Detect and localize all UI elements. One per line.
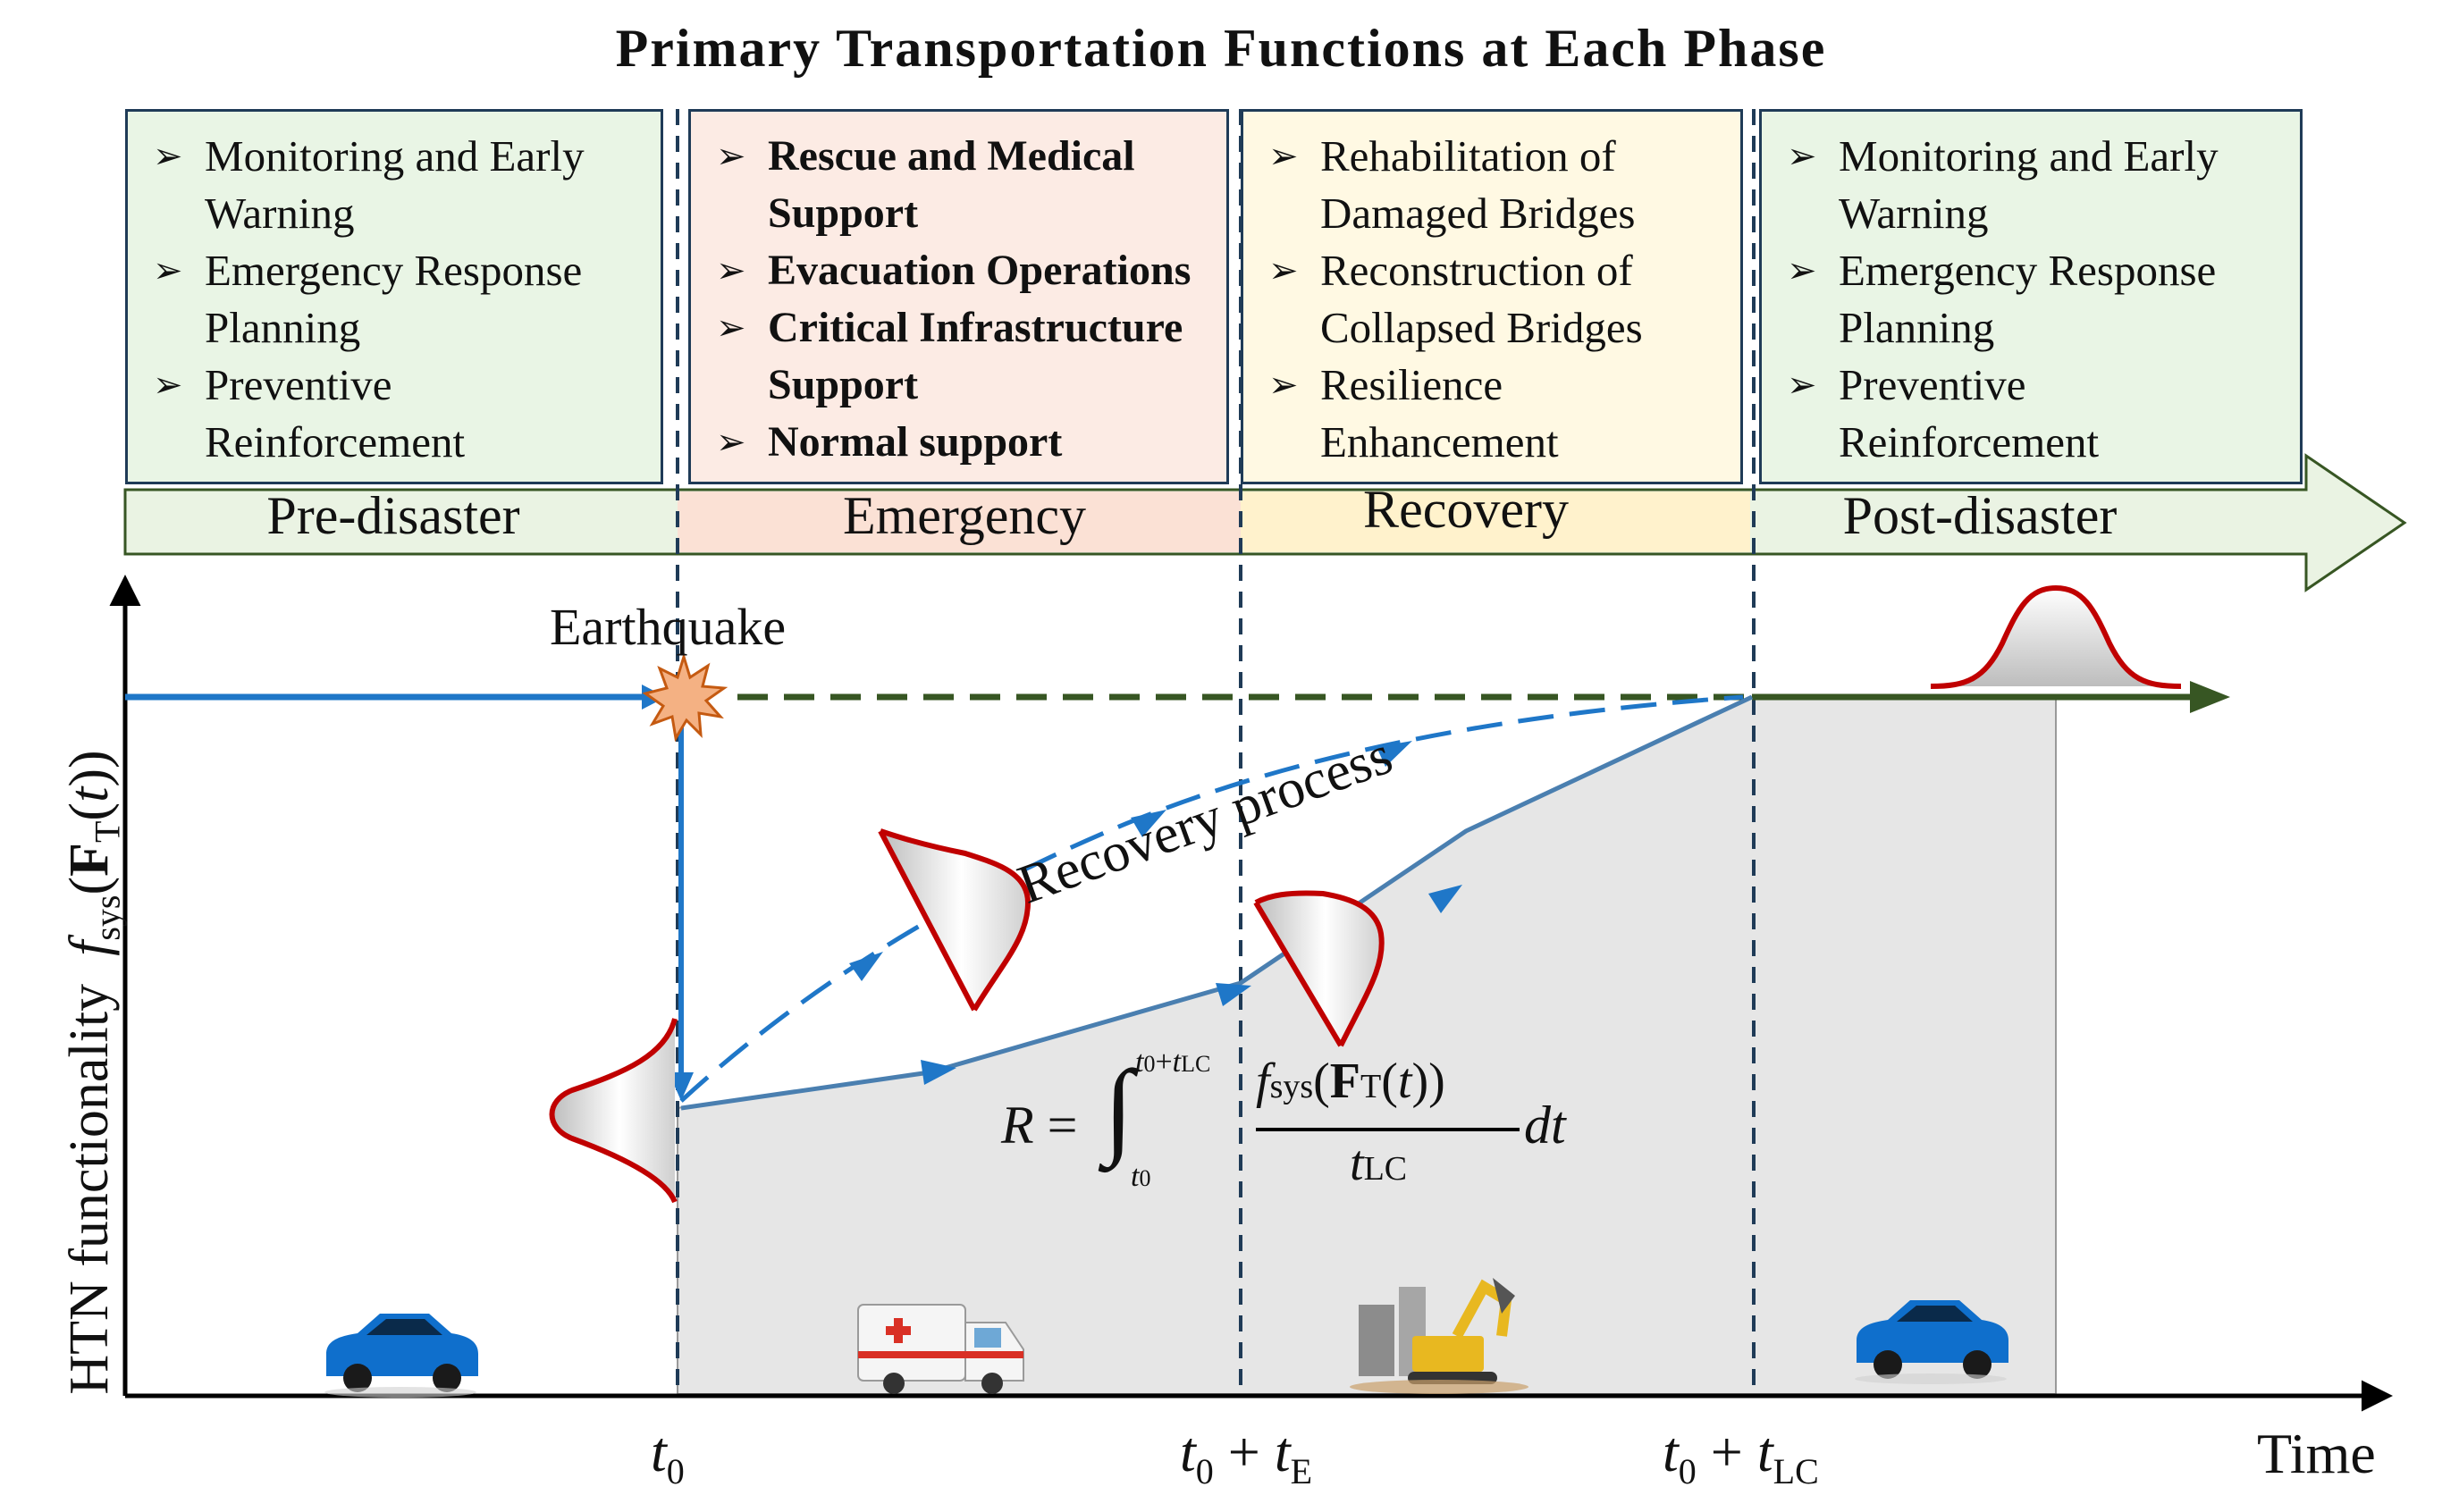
pre-disaster-functions-box: Monitoring and Early Warning Emergency R… (125, 109, 663, 484)
path-arrow (921, 1060, 956, 1085)
earthquake-burst-icon (642, 651, 728, 743)
path-arrow (849, 952, 883, 981)
uncertainty-distribution-icon (1253, 890, 1385, 1047)
function-item: Monitoring and Early Warning (149, 128, 652, 242)
path-arrow (1377, 741, 1412, 767)
car-icon (324, 1314, 478, 1398)
phase-label-pre-disaster: Pre-disaster (266, 486, 520, 545)
function-item: Preventive Reinforcement (1783, 357, 2291, 471)
path-arrow (1131, 810, 1166, 837)
function-item: Resilience Enhancement (1265, 357, 1731, 471)
uncertainty-distribution-icon (552, 1019, 675, 1202)
path-arrow (1216, 983, 1251, 1006)
function-item: Rescue and Medical Support (712, 128, 1217, 242)
recovery-functions-box: Rehabilitation of Damaged Bridges Recons… (1241, 109, 1743, 484)
resilience-area (677, 696, 2057, 1395)
arrow-head (2190, 681, 2230, 713)
tick-label-t0-plus-tE: t0 + tE (1180, 1420, 1313, 1491)
phase-label-recovery: Recovery (1363, 480, 1569, 539)
tick-label-t0: t0 (651, 1420, 685, 1491)
uncertainty-distribution-icon (1931, 588, 2181, 686)
function-item: Emergency Response Planning (149, 242, 652, 357)
function-item: Critical Infrastructure Support (712, 299, 1217, 414)
phase-label-post-disaster: Post-disaster (1842, 486, 2118, 545)
function-item: Preventive Reinforcement (149, 357, 652, 471)
function-item: Reconstruction of Collapsed Bridges (1265, 242, 1731, 357)
car-icon (1855, 1300, 2008, 1384)
post-disaster-functions-box: Monitoring and Early Warning Emergency R… (1759, 109, 2303, 484)
excavator-icon (1350, 1278, 1528, 1394)
x-axis-label: Time (2257, 1422, 2376, 1485)
phase-timeline-arrow (123, 453, 2407, 592)
uncertainty-distribution-icon (1930, 584, 2182, 689)
earthquake-label: Earthquake (550, 598, 787, 656)
uncertainty-distribution-icon (549, 1018, 678, 1204)
phase-label-emergency: Emergency (842, 486, 1087, 545)
emergency-functions-box: Rescue and Medical Support Evacuation Op… (688, 109, 1229, 484)
emergency-band (678, 491, 1241, 552)
expected-recovery-path (679, 694, 1744, 1103)
uncertainty-distribution-icon (880, 831, 1028, 1010)
uncertainty-distribution-icon (1256, 893, 1382, 1046)
y-axis-label: HTN functionality fsys(FT(t)) (59, 750, 128, 1395)
path-arrow (1428, 885, 1462, 913)
uncertainty-distribution-icon (878, 828, 1032, 1012)
diagram-title: Primary Transportation Functions at Each… (615, 19, 1827, 78)
actual-recovery-path (680, 694, 1754, 1111)
function-item: Evacuation Operations (712, 242, 1217, 299)
function-item: Rehabilitation of Damaged Bridges (1265, 128, 1731, 242)
tick-label-t0-plus-tLC: t0 + tLC (1663, 1420, 1819, 1491)
recovery-band (1241, 491, 1750, 552)
function-item: Emergency Response Planning (1783, 242, 2291, 357)
function-item: Normal support (712, 414, 1217, 471)
function-item: Monitoring and Early Warning (1783, 128, 2291, 242)
ambulance-icon (857, 1304, 1024, 1394)
